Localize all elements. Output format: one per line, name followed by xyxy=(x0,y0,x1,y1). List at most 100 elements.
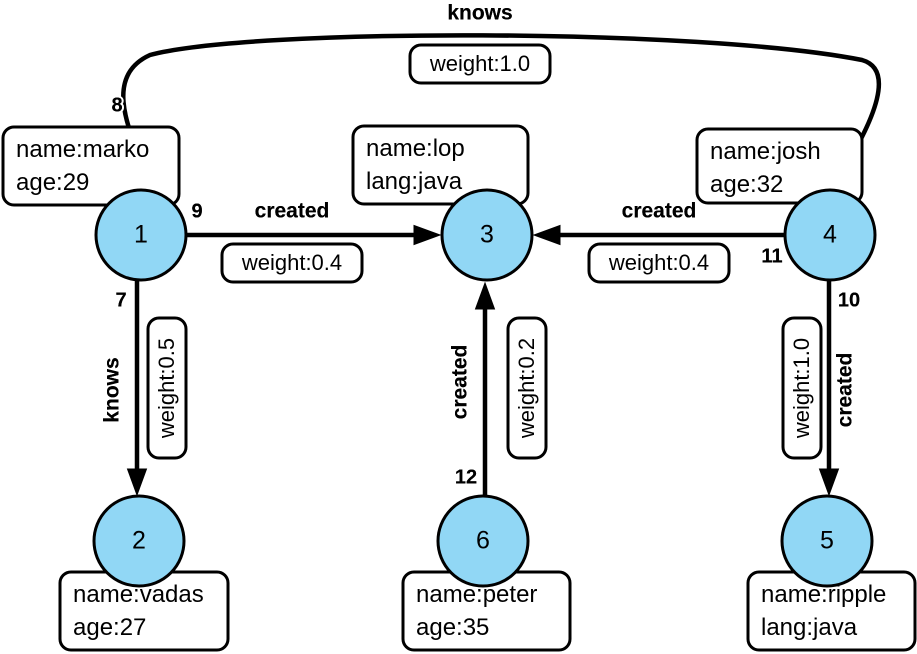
edge-weight-10: weight:1.0 xyxy=(781,316,823,460)
edge-label-8-halo: knows xyxy=(447,2,512,25)
vertex-id-label-5: 5 xyxy=(820,527,834,555)
edge-weight-box-11 xyxy=(587,242,731,284)
edge-id-8: 88 xyxy=(109,92,124,118)
edge-label-12-halo: created xyxy=(449,345,472,420)
property-text-4-1: age:32 xyxy=(710,171,783,198)
edge-id-12-fill: 12 xyxy=(455,466,477,488)
edge-id-8-fill: 8 xyxy=(111,94,122,116)
vertex-id-label-6: 6 xyxy=(476,527,490,555)
edge-id-7: 77 xyxy=(113,287,128,313)
edge-arrowhead-7 xyxy=(126,468,148,497)
edge-label-11-halo: created xyxy=(622,200,697,223)
vertex-id-label-3: 3 xyxy=(480,221,494,249)
edge-weight-8: weight:1.0 xyxy=(408,43,552,85)
edge-label-10-halo: created xyxy=(834,353,857,428)
property-text-1-0: name:marko xyxy=(16,136,149,163)
edge-arrowhead-10 xyxy=(818,468,840,497)
vertex-3[interactable]: 3 xyxy=(440,188,534,282)
edge-weight-box-12 xyxy=(506,316,548,460)
property-box-rect-3 xyxy=(351,124,530,206)
edge-weight-text-10: weight:1.0 xyxy=(789,338,814,439)
vertex-1[interactable]: 1 xyxy=(94,188,188,282)
edge-label-12-fill: created xyxy=(449,345,472,420)
edge-label-7-halo: knows xyxy=(101,357,124,422)
edge-id-12-halo: 12 xyxy=(455,466,477,488)
edge-arrowhead-11 xyxy=(532,224,561,246)
edge-weight-text-7: weight:0.5 xyxy=(154,338,179,439)
edge-id-11-halo: 11 xyxy=(761,245,782,267)
vertex-circle-6[interactable] xyxy=(436,494,530,588)
vertex-6[interactable]: 6 xyxy=(436,494,530,588)
property-box-rect-1 xyxy=(1,125,181,207)
edge-weight-box-7 xyxy=(146,316,188,460)
property-text-3-0: name:lop xyxy=(366,135,465,162)
vertex-circle-1[interactable] xyxy=(94,188,188,282)
edge-weight-11: weight:0.4 xyxy=(587,242,731,284)
edges-layer xyxy=(121,33,882,497)
property-text-5-1: lang:java xyxy=(761,614,858,641)
edge-label-9-halo: created xyxy=(255,200,330,223)
edge-id-7-halo: 7 xyxy=(115,289,126,311)
property-text-3-1: lang:java xyxy=(366,168,463,195)
vertex-circle-5[interactable] xyxy=(780,494,874,588)
edge-arrowhead-9 xyxy=(413,224,442,246)
edge-id-7-fill: 7 xyxy=(115,289,126,311)
edge-weight-text-9: weight:0.4 xyxy=(241,250,342,275)
edge-arrowhead-12 xyxy=(474,281,496,310)
vertex-2[interactable]: 2 xyxy=(92,494,186,588)
edge-weight-text-12: weight:0.2 xyxy=(514,338,539,439)
edge-weight-text-8: weight:1.0 xyxy=(429,51,530,76)
edge-weight-9: weight:0.4 xyxy=(220,242,364,284)
edge-weight-12: weight:0.2 xyxy=(506,316,548,460)
vertex-property-box-1: name:marko age:29 xyxy=(1,125,181,207)
vertex-5[interactable]: 5 xyxy=(780,494,874,588)
edge-weight-text-11: weight:0.4 xyxy=(608,250,709,275)
property-text-1-1: age:29 xyxy=(16,169,89,196)
vertex-property-box-3: name:lop lang:java xyxy=(351,124,530,206)
edge-id-9-halo: 9 xyxy=(191,200,202,222)
edge-weight-7: weight:0.5 xyxy=(146,316,188,460)
edge-path-8 xyxy=(121,33,882,189)
edge-id-10-halo: 10 xyxy=(838,289,860,311)
vertex-4[interactable]: 4 xyxy=(783,188,877,282)
edge-label-10-fill: created xyxy=(834,353,857,428)
edge-label-8-fill: knows xyxy=(447,2,512,25)
edge-label-7-fill: knows xyxy=(101,357,124,422)
vertex-id-label-2: 2 xyxy=(132,527,146,555)
edge-label-9-fill: created xyxy=(255,200,330,223)
property-text-2-1: age:27 xyxy=(73,614,146,641)
edge-id-9: 99 xyxy=(189,198,204,224)
vertex-circle-4[interactable] xyxy=(783,188,877,282)
property-text-4-0: name:josh xyxy=(710,138,821,165)
edge-id-8-halo: 8 xyxy=(111,94,122,116)
edge-weight-box-10 xyxy=(781,316,823,460)
property-text-6-1: age:35 xyxy=(416,614,489,641)
vertex-id-label-1: 1 xyxy=(134,221,148,249)
edge-weight-box-8 xyxy=(408,43,552,85)
vertex-property-box-4: name:josh age:32 xyxy=(695,127,864,205)
edge-id-10-fill: 10 xyxy=(838,289,860,311)
vertex-circle-2[interactable] xyxy=(92,494,186,588)
vertex-circle-3[interactable] xyxy=(440,188,534,282)
edge-label-11-fill: created xyxy=(622,200,697,223)
edge-weight-box-9 xyxy=(220,242,364,284)
edge-id-9-fill: 9 xyxy=(191,200,202,222)
property-box-rect-4 xyxy=(695,127,864,205)
edge-id-11-fill: 11 xyxy=(761,245,782,267)
